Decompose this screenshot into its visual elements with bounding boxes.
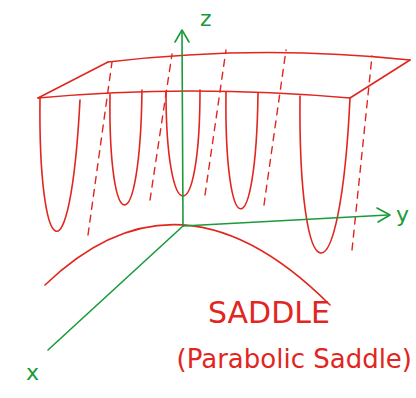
- subtitle-text: (Parabolic Saddle): [177, 346, 412, 372]
- x-axis: [48, 226, 183, 350]
- cross-section: [110, 90, 142, 205]
- arrowhead: [175, 30, 189, 42]
- z-axis: [182, 32, 183, 226]
- axis-label: y: [396, 204, 409, 226]
- cross-section: [40, 98, 80, 231]
- axis-label: x: [26, 362, 39, 384]
- axis-label: z: [200, 8, 212, 30]
- cross-section: [226, 92, 258, 209]
- right-rim: [350, 60, 410, 98]
- title-text: SADDLE: [208, 298, 330, 328]
- back-rim: [108, 52, 410, 62]
- y-axis: [183, 215, 388, 226]
- left-rim: [38, 62, 108, 98]
- cross-section: [300, 96, 350, 253]
- front-rim: [38, 91, 350, 98]
- bottom-arch: [45, 225, 330, 305]
- arrowhead: [377, 208, 390, 222]
